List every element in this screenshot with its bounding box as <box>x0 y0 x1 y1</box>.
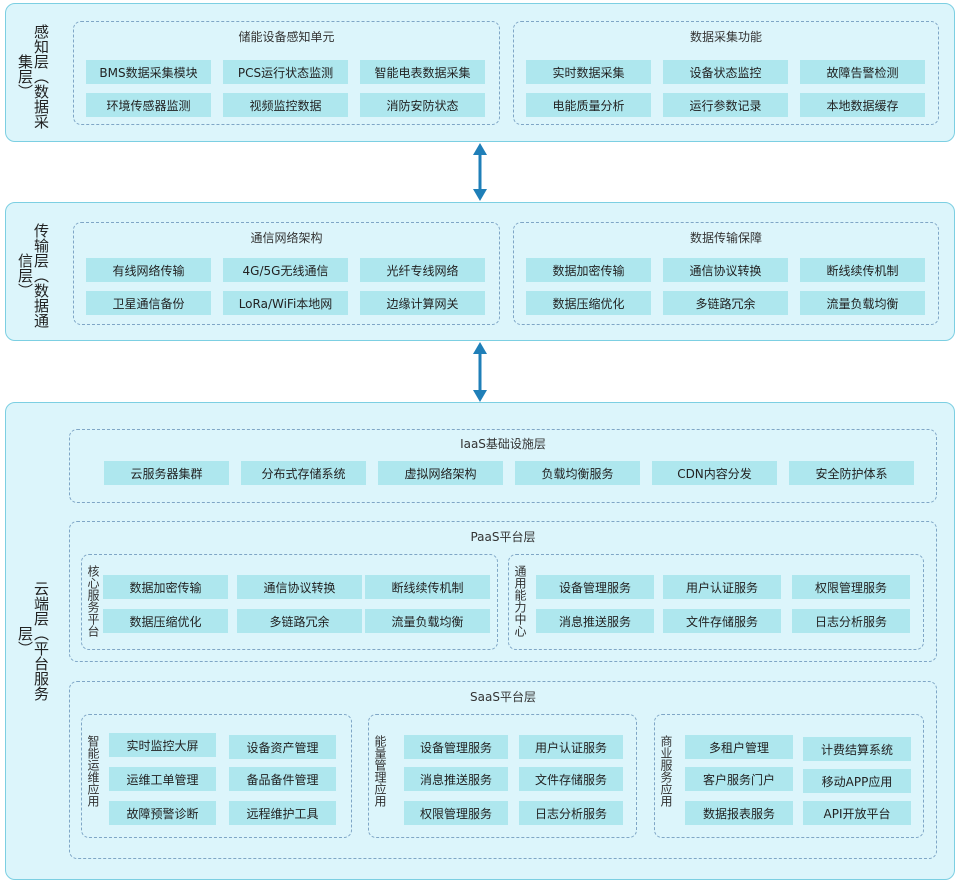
item-cell: 光纤专线网络 <box>360 258 485 282</box>
item-cell: 设备管理服务 <box>404 735 508 759</box>
saas-energy-management: 能量管理应用 设备管理服务 用户认证服务 消息推送服务 文件存储服务 权限管理服… <box>368 714 637 838</box>
item-cell: 设备状态监控 <box>663 60 788 84</box>
item-cell: 消息推送服务 <box>536 609 654 633</box>
transport-layer-label: 传输层（数据通信层） <box>16 223 50 328</box>
saas-business-services: 商业服务应用 多租户管理 计费结算系统 客户服务门户 移动APP应用 数据报表服… <box>654 714 924 838</box>
group-title: SaaS平台层 <box>470 690 536 704</box>
bidirectional-arrow-icon <box>473 143 487 201</box>
item-cell: 数据报表服务 <box>685 801 793 825</box>
item-cell: 多链路冗余 <box>663 291 788 315</box>
group-title: 数据传输保障 <box>689 231 762 245</box>
item-cell: 备品备件管理 <box>229 767 336 791</box>
subgroup-label: 核心服务平台 <box>86 565 100 637</box>
group-title: PaaS平台层 <box>470 530 536 544</box>
item-cell: 环境传感器监测 <box>86 93 211 117</box>
item-cell: 安全防护体系 <box>789 461 914 485</box>
item-cell: 边缘计算网关 <box>360 291 485 315</box>
item-cell: 远程维护工具 <box>229 801 336 825</box>
item-cell: 云服务器集群 <box>104 461 229 485</box>
item-cell: 日志分析服务 <box>519 801 623 825</box>
item-cell: 设备资产管理 <box>229 735 336 759</box>
item-cell: 通信协议转换 <box>663 258 788 282</box>
item-cell: 负载均衡服务 <box>515 461 640 485</box>
transport-layer: 传输层（数据通信层） 通信网络架构 有线网络传输 4G/5G无线通信 光纤专线网… <box>5 202 955 341</box>
item-cell: 计费结算系统 <box>803 737 911 761</box>
saas-smart-ops: 智能运维应用 实时监控大屏 设备资产管理 运维工单管理 备品备件管理 故障预警诊… <box>81 714 352 838</box>
item-cell: 视频监控数据 <box>223 93 348 117</box>
item-cell: 运行参数记录 <box>663 93 788 117</box>
iaas-group: IaaS基础设施层 云服务器集群 分布式存储系统 虚拟网络架构 负载均衡服务 C… <box>69 429 937 503</box>
saas-group: SaaS平台层 智能运维应用 实时监控大屏 设备资产管理 运维工单管理 备品备件… <box>69 681 937 859</box>
item-cell: 客户服务门户 <box>685 767 793 791</box>
item-cell: 数据压缩优化 <box>526 291 651 315</box>
item-cell: 实时监控大屏 <box>109 733 216 757</box>
group-title: 储能设备感知单元 <box>238 30 335 44</box>
item-cell: 故障预警诊断 <box>109 801 216 825</box>
item-cell: 有线网络传输 <box>86 258 211 282</box>
item-cell: 文件存储服务 <box>519 767 623 791</box>
item-cell: 分布式存储系统 <box>241 461 366 485</box>
item-cell: CDN内容分发 <box>652 461 777 485</box>
item-cell: 运维工单管理 <box>109 767 216 791</box>
item-cell: 数据加密传输 <box>526 258 651 282</box>
item-cell: 权限管理服务 <box>404 801 508 825</box>
item-cell: 通信协议转换 <box>237 575 362 599</box>
item-cell: 日志分析服务 <box>792 609 910 633</box>
item-cell: 数据压缩优化 <box>103 609 228 633</box>
item-cell: 故障告警检测 <box>800 60 925 84</box>
item-cell: 断线续传机制 <box>365 575 490 599</box>
subgroup-label: 智能运维应用 <box>86 735 100 807</box>
item-cell: 权限管理服务 <box>792 575 910 599</box>
item-cell: 消防安防状态 <box>360 93 485 117</box>
subgroup-label: 商业服务应用 <box>659 735 673 807</box>
item-cell: 消息推送服务 <box>404 767 508 791</box>
paas-group: PaaS平台层 核心服务平台 数据加密传输 通信协议转换 断线续传机制 数据压缩… <box>69 521 937 662</box>
item-cell: 多链路冗余 <box>237 609 362 633</box>
transport-group-assurance: 数据传输保障 数据加密传输 通信协议转换 断线续传机制 数据压缩优化 多链路冗余… <box>513 222 939 325</box>
item-cell: 4G/5G无线通信 <box>223 258 348 282</box>
subgroup-label: 通用能力中心 <box>513 565 527 637</box>
item-cell: API开放平台 <box>803 801 911 825</box>
item-cell: 用户认证服务 <box>663 575 781 599</box>
item-cell: 断线续传机制 <box>800 258 925 282</box>
item-cell: 实时数据采集 <box>526 60 651 84</box>
paas-core-services: 核心服务平台 数据加密传输 通信协议转换 断线续传机制 数据压缩优化 多链路冗余… <box>81 554 498 650</box>
item-cell: 用户认证服务 <box>519 735 623 759</box>
bidirectional-arrow-icon <box>473 342 487 402</box>
item-cell: 多租户管理 <box>685 735 793 759</box>
group-title: 数据采集功能 <box>689 30 762 44</box>
perception-group-collection: 数据采集功能 实时数据采集 设备状态监控 故障告警检测 电能质量分析 运行参数记… <box>513 21 939 125</box>
cloud-layer: 云端层（平台服务层） IaaS基础设施层 云服务器集群 分布式存储系统 虚拟网络… <box>5 402 955 880</box>
group-title: IaaS基础设施层 <box>460 437 546 451</box>
perception-layer-label: 感知层（数据采集层） <box>16 24 50 129</box>
item-cell: BMS数据采集模块 <box>86 60 211 84</box>
item-cell: 虚拟网络架构 <box>378 461 503 485</box>
perception-group-sensing: 储能设备感知单元 BMS数据采集模块 PCS运行状态监测 智能电表数据采集 环境… <box>73 21 500 125</box>
group-title: 通信网络架构 <box>250 231 323 245</box>
item-cell: 电能质量分析 <box>526 93 651 117</box>
item-cell: LoRa/WiFi本地网 <box>223 291 348 315</box>
item-cell: 数据加密传输 <box>103 575 228 599</box>
transport-group-network: 通信网络架构 有线网络传输 4G/5G无线通信 光纤专线网络 卫星通信备份 Lo… <box>73 222 500 325</box>
cloud-layer-label: 云端层（平台服务层） <box>16 580 50 701</box>
item-cell: 卫星通信备份 <box>86 291 211 315</box>
item-cell: 移动APP应用 <box>803 769 911 793</box>
subgroup-label: 能量管理应用 <box>373 735 387 807</box>
item-cell: PCS运行状态监测 <box>223 60 348 84</box>
item-cell: 流量负载均衡 <box>800 291 925 315</box>
item-cell: 智能电表数据采集 <box>360 60 485 84</box>
item-cell: 设备管理服务 <box>536 575 654 599</box>
paas-common-capabilities: 通用能力中心 设备管理服务 用户认证服务 权限管理服务 消息推送服务 文件存储服… <box>508 554 924 650</box>
item-cell: 流量负载均衡 <box>365 609 490 633</box>
item-cell: 文件存储服务 <box>663 609 781 633</box>
perception-layer: 感知层（数据采集层） 储能设备感知单元 BMS数据采集模块 PCS运行状态监测 … <box>5 3 955 142</box>
item-cell: 本地数据缓存 <box>800 93 925 117</box>
